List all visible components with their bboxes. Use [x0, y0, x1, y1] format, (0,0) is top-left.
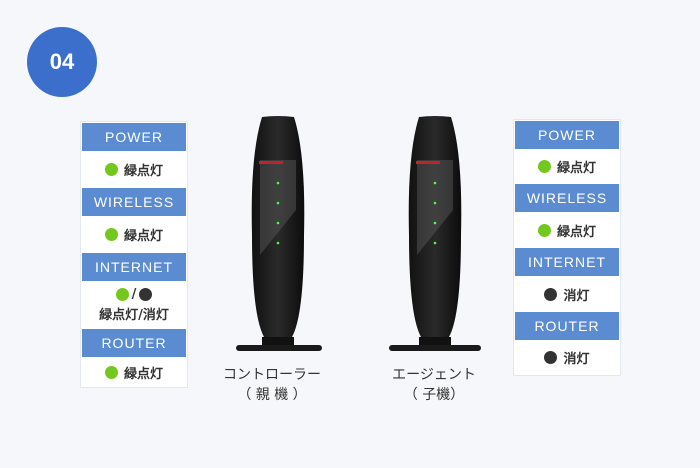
off-led-icon	[544, 287, 558, 301]
internet-header: INTERNET	[82, 253, 186, 281]
wireless-header: WIRELESS	[82, 188, 186, 216]
wireless-header: WIRELESS	[515, 184, 619, 212]
internet-status: / 緑点灯/消灯	[81, 281, 187, 329]
controller-name: コントローラー	[223, 367, 321, 383]
router-header: ROUTER	[515, 312, 619, 340]
agent-caption: エージェント （ 子機）	[364, 365, 504, 405]
power-status: 緑点灯	[514, 149, 620, 184]
agent-led-panel: POWER 緑点灯 WIRELESS 緑点灯 INTERNET 消灯 ROUTE…	[513, 119, 621, 376]
status-text: 緑点灯	[123, 229, 163, 244]
agent-router-image	[389, 116, 481, 351]
controller-led-panel: POWER 緑点灯 WIRELESS 緑点灯 INTERNET /緑点灯/消灯 …	[80, 121, 188, 388]
off-led-icon	[544, 350, 558, 364]
router-header: ROUTER	[82, 329, 186, 357]
status-text: 緑点灯	[556, 161, 596, 176]
status-text: 緑点灯	[123, 164, 163, 179]
controller-router-image	[236, 116, 322, 351]
power-status: 緑点灯	[81, 151, 187, 188]
internet-header: INTERNET	[515, 248, 619, 276]
step-badge: 04	[27, 27, 97, 97]
router-status: 緑点灯	[81, 357, 187, 388]
green-led-icon	[537, 223, 551, 237]
power-header: POWER	[515, 121, 619, 149]
status-text: 緑点灯	[556, 224, 596, 240]
controller-role: （ 親 機 ）	[237, 387, 307, 403]
internet-status: 消灯	[514, 276, 620, 312]
power-header: POWER	[82, 123, 186, 151]
wireless-status: 緑点灯	[81, 216, 187, 253]
green-led-icon	[115, 288, 129, 301]
agent-role: （ 子機）	[403, 387, 465, 403]
green-led-icon	[104, 228, 118, 241]
status-text: 緑点灯/消灯	[99, 308, 169, 323]
controller-caption: コントローラー （ 親 機 ）	[202, 365, 342, 405]
agent-name: エージェント	[392, 367, 476, 383]
wireless-status: 緑点灯	[514, 212, 620, 248]
green-led-icon	[104, 163, 118, 176]
status-text: 消灯	[563, 288, 590, 304]
status-text: 緑点灯	[123, 367, 163, 382]
green-led-icon	[104, 366, 118, 379]
router-status: 消灯	[514, 340, 620, 374]
status-text: 消灯	[563, 351, 590, 367]
off-led-icon	[139, 288, 153, 301]
green-led-icon	[537, 160, 551, 173]
separator: /	[131, 287, 137, 302]
